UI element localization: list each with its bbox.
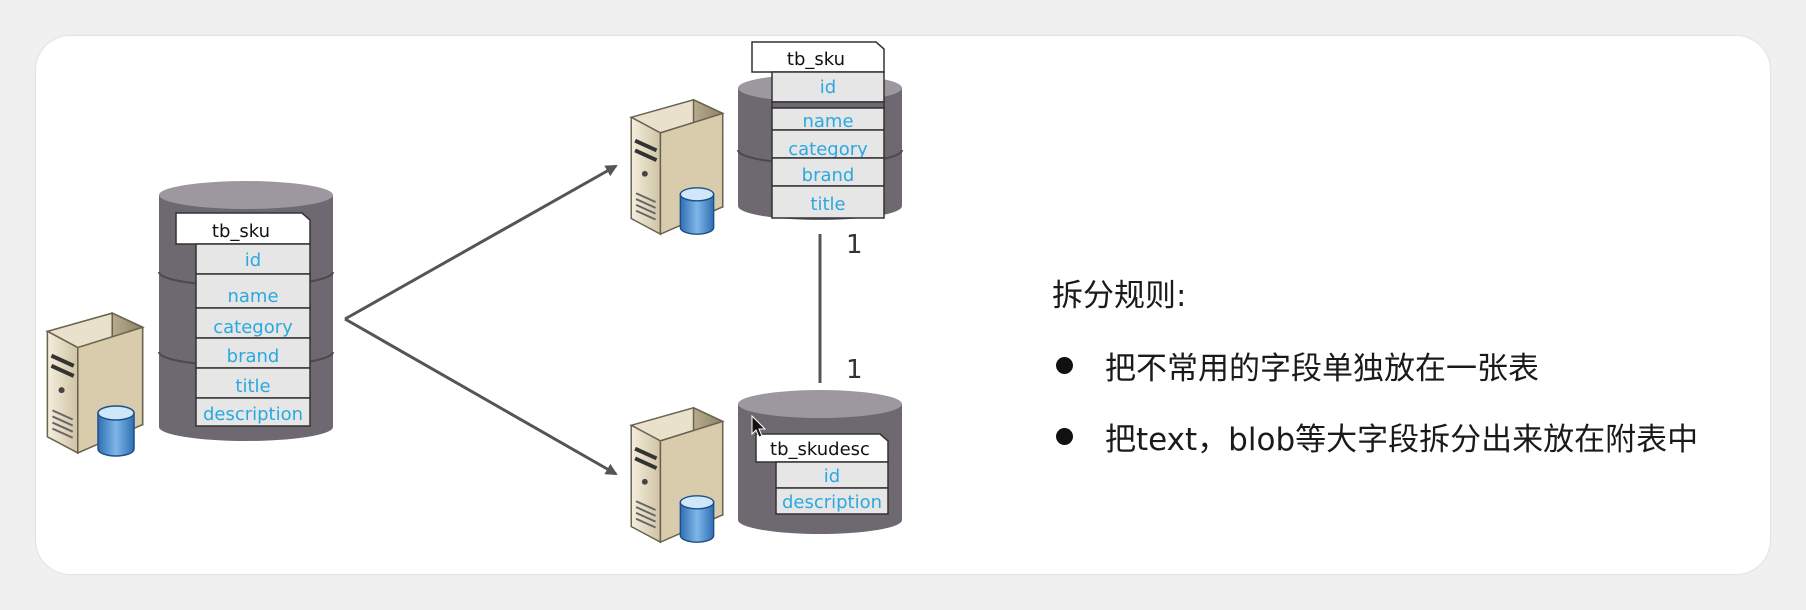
arrow-to-main xyxy=(344,164,618,321)
main-field-category: category xyxy=(788,139,868,160)
bullet-icon xyxy=(1056,428,1073,445)
rule-text: 把不常用的字段单独放在一张表 xyxy=(1105,351,1539,387)
rules-title: 拆分规则: xyxy=(1052,278,1187,314)
main-table: tb_sku id name category brand title xyxy=(751,41,885,219)
source-field-description: description xyxy=(203,404,303,425)
source-field-name: name xyxy=(227,286,278,307)
relation-top-cardinality: 1 xyxy=(846,230,863,260)
main-field-title: title xyxy=(810,194,845,215)
split-rules: 拆分规则: 把不常用的字段单独放在一张表 把text，blob等大字段拆分出来放… xyxy=(1052,270,1772,485)
source-table: tb_sku id name category brand title desc… xyxy=(175,212,311,427)
main-field-id: id xyxy=(820,77,836,98)
main-server xyxy=(631,100,722,234)
source-field-id: id xyxy=(245,250,261,271)
main-table-name: tb_sku xyxy=(787,49,845,70)
desc-table-name: tb_skudesc xyxy=(770,439,870,460)
arrow-to-desc xyxy=(344,317,618,476)
desc-field-description: description xyxy=(782,492,882,513)
source-field-title: title xyxy=(235,376,270,397)
desc-server xyxy=(631,408,722,542)
rule-item: 把不常用的字段单独放在一张表 xyxy=(1052,343,1772,388)
source-field-category: category xyxy=(213,317,293,338)
bullet-icon xyxy=(1056,357,1073,374)
source-table-name: tb_sku xyxy=(212,221,270,242)
rule-item: 把text，blob等大字段拆分出来放在附表中 xyxy=(1052,414,1772,459)
source-field-brand: brand xyxy=(227,346,280,367)
main-field-name: name xyxy=(802,111,853,132)
relation-bottom-cardinality: 1 xyxy=(846,355,863,385)
desc-table: tb_skudesc id description xyxy=(755,433,889,515)
main-field-brand: brand xyxy=(802,165,855,186)
desc-field-id: id xyxy=(824,466,840,487)
source-server xyxy=(47,313,142,457)
rule-text: 把text，blob等大字段拆分出来放在附表中 xyxy=(1105,422,1699,458)
mouse-cursor-icon xyxy=(751,414,767,438)
